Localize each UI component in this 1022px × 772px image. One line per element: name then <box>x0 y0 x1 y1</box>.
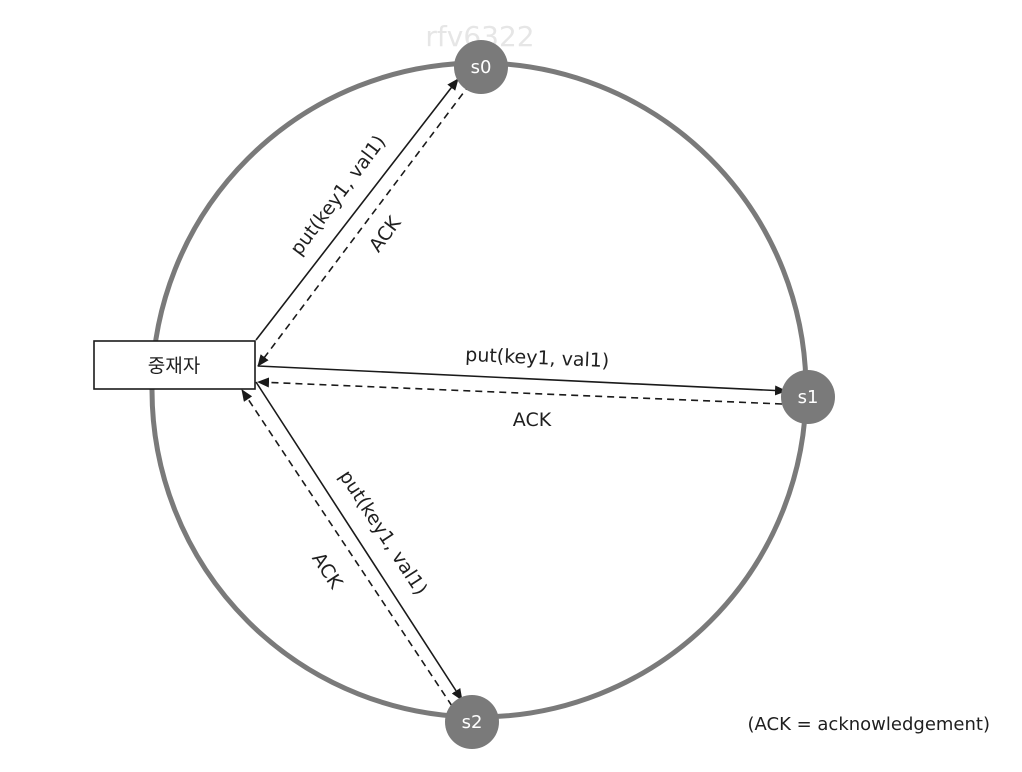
put-label-s1: put(key1, val1) <box>465 344 610 372</box>
coordinator-box: 중재자 <box>93 340 256 390</box>
node-s1: s1 <box>781 370 835 424</box>
ack-label-s2: ACK <box>307 549 347 594</box>
node-s1-label: s1 <box>798 387 819 408</box>
node-s2-label: s2 <box>462 712 483 733</box>
put-arrow-to-s2 <box>255 381 463 701</box>
node-s1-circle <box>781 370 835 424</box>
put-arrow-to-s1 <box>257 365 787 396</box>
node-s2-circle <box>445 695 499 749</box>
ack-arrow-from-s2 <box>241 389 453 707</box>
ack-footnote: (ACK = acknowledgement) <box>747 714 990 735</box>
node-s0: s0 <box>454 40 508 94</box>
ack-label-s0: ACK <box>365 212 406 256</box>
node-s0-label: s0 <box>471 57 492 78</box>
hash-ring <box>149 60 809 720</box>
coordinator-rect <box>93 340 256 390</box>
put-arrow-to-s0 <box>255 78 459 341</box>
coordinator-label: 중재자 <box>148 355 200 377</box>
node-s0-circle <box>454 40 508 94</box>
ack-label-s1: ACK <box>513 409 552 431</box>
ack-arrow-from-s1 <box>257 377 783 405</box>
ack-arrow-from-s0 <box>257 83 471 367</box>
node-s2: s2 <box>445 695 499 749</box>
